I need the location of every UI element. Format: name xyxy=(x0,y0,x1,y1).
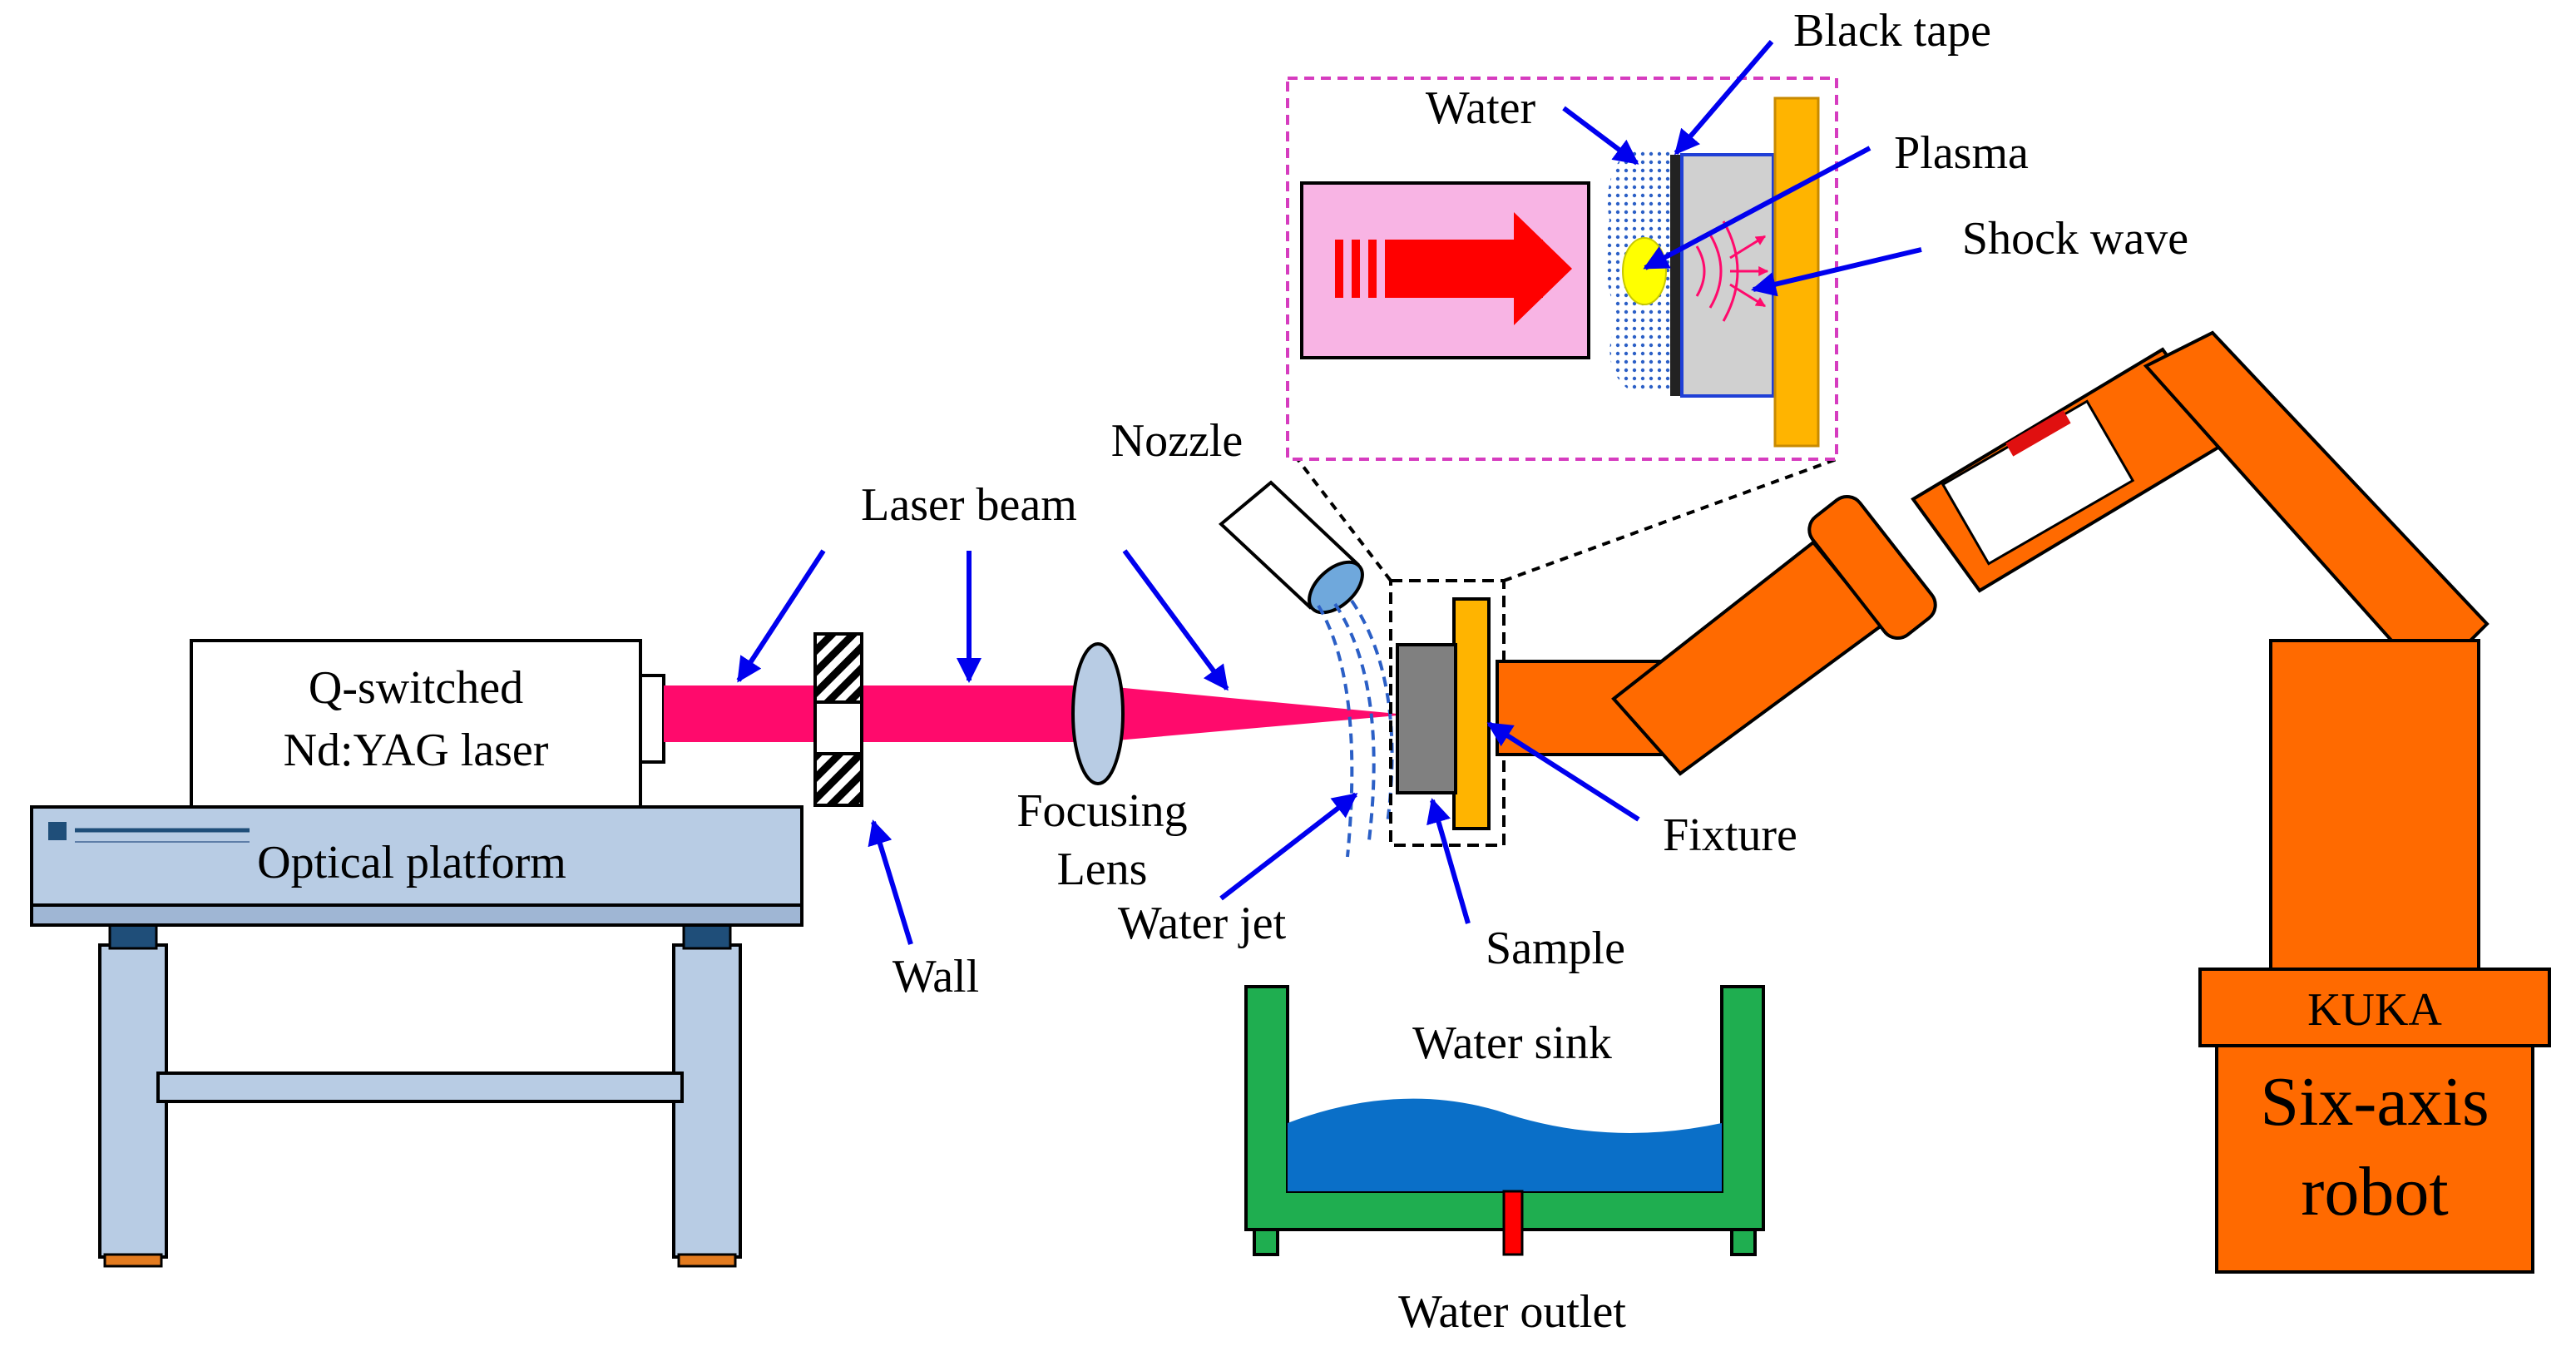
inset-black-tape xyxy=(1670,155,1682,396)
inset-laser-arrow xyxy=(1335,212,1572,325)
wall-upper xyxy=(813,632,863,704)
optical-table: Optical platform xyxy=(30,805,803,1268)
water-jet-label: Water jet xyxy=(1118,898,1287,949)
wall-lower xyxy=(813,752,863,807)
table-foot-top-left xyxy=(108,923,158,950)
inset-sample xyxy=(1680,153,1775,398)
laser-aperture xyxy=(639,674,665,764)
shock-wave-arrow xyxy=(1751,247,1922,297)
robot-column xyxy=(2269,639,2480,975)
black-tape-arrow xyxy=(1674,40,1774,156)
table-crossbar xyxy=(156,1071,684,1103)
wall-aperture xyxy=(813,700,863,755)
sample xyxy=(1396,643,1457,794)
table-leg-right xyxy=(672,943,742,1259)
wall-arrow xyxy=(868,819,913,945)
laser-label-line1: Q-switched xyxy=(309,662,523,714)
kuka-robot xyxy=(1496,330,2551,1274)
nozzle xyxy=(1218,480,1364,615)
focusing-lens-label-line2: Lens xyxy=(1057,844,1148,895)
focusing-lens xyxy=(1071,642,1125,785)
robot-label-line1: Six-axis xyxy=(2260,1063,2489,1141)
black-tape-label: Black tape xyxy=(1793,5,1991,57)
water-sink xyxy=(1244,985,1765,1256)
inset-plasma xyxy=(1622,237,1667,305)
institute-logo-icon xyxy=(48,822,250,843)
robot-shoulder-arm xyxy=(2143,330,2489,685)
robot-base xyxy=(2215,1044,2534,1274)
inset-shock-wave xyxy=(1695,220,1769,322)
sink-basin xyxy=(1244,985,1765,1231)
water-label: Water xyxy=(1426,82,1536,134)
kuka-label: KUKA xyxy=(2307,984,2442,1036)
sink-foot-left xyxy=(1253,1228,1279,1256)
shock-wave-label: Shock wave xyxy=(1962,213,2188,265)
focusing-lens-label-line1: Focusing xyxy=(1016,785,1187,837)
laser-beam-collimated xyxy=(664,685,1082,742)
wall xyxy=(813,632,863,807)
laser-beam-focused xyxy=(1098,685,1397,742)
water-outlet-label: Water outlet xyxy=(1398,1286,1626,1338)
laser-beam-label: Laser beam xyxy=(861,479,1077,531)
robot-label-line2: robot xyxy=(2301,1153,2448,1230)
sink-water xyxy=(1288,1098,1722,1191)
water-sink-label: Water sink xyxy=(1412,1017,1612,1069)
sink-foot-right xyxy=(1730,1228,1757,1256)
sample-label: Sample xyxy=(1486,923,1625,974)
water-jet xyxy=(1317,599,1394,858)
fixture-label: Fixture xyxy=(1663,809,1797,861)
warning-sticker-icon xyxy=(1941,399,2135,566)
table-foot-bottom-left xyxy=(103,1253,163,1268)
detail-inset xyxy=(1286,77,1838,461)
sample-arrow xyxy=(1426,798,1471,924)
water-outlet-pipe xyxy=(1502,1190,1524,1256)
water-jet-arrow xyxy=(1219,792,1358,901)
laser-beam-arrow-1 xyxy=(736,549,826,683)
fixture xyxy=(1452,597,1491,830)
plasma-arrow xyxy=(1643,146,1871,270)
water-arrow xyxy=(1562,106,1639,166)
wall-label: Wall xyxy=(892,951,979,1002)
plasma-label: Plasma xyxy=(1894,127,2029,179)
laser-beam-arrow-3 xyxy=(1122,549,1229,691)
laser-label-line2: Nd:YAG laser xyxy=(284,725,549,776)
platform-base xyxy=(30,903,803,927)
robot-elbow-joint xyxy=(1807,494,1937,641)
robot-base-plate xyxy=(2198,968,2551,1047)
table-leg-left xyxy=(98,943,168,1259)
table-foot-bottom-right xyxy=(677,1253,737,1268)
inset-fixture xyxy=(1773,97,1820,448)
optical-platform-label: Optical platform xyxy=(257,837,566,888)
zoom-connector-left xyxy=(1296,458,1392,582)
laser-source: Q-switched Nd:YAG laser xyxy=(190,639,665,809)
fixture-arrow xyxy=(1486,721,1640,822)
nozzle-opening xyxy=(1308,560,1364,615)
table-foot-top-right xyxy=(682,923,732,950)
nozzle-label: Nozzle xyxy=(1111,415,1244,467)
